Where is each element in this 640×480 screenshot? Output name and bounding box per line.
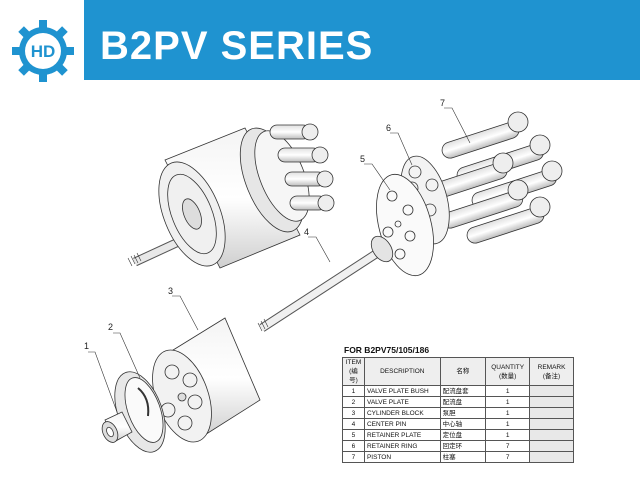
page-title: B2PV SERIES <box>100 24 374 68</box>
table-row: 4 CENTER PIN 中心轴 1 <box>342 418 574 430</box>
callout-2: 2 <box>108 322 113 332</box>
table-row: 1 VALVE PLATE BUSH 配流盘套 1 <box>342 385 574 397</box>
assembled-rotary-group <box>127 123 335 269</box>
callout-7: 7 <box>440 98 445 108</box>
hd-logo-icon: HD <box>12 20 74 82</box>
table-caption: FOR B2PV75/105/186 <box>344 345 430 355</box>
table-header-row: ITEM(编号) DESCRIPTION 名称 QUANTITY(数量) REM… <box>342 357 574 386</box>
table-row: 3 CYLINDER BLOCK 泵胆 1 <box>342 407 574 419</box>
header-quantity: QUANTITY(数量) <box>485 357 531 386</box>
part-4-center-pin <box>257 235 394 332</box>
header-remark: REMARK(备注) <box>529 357 574 386</box>
callout-6: 6 <box>386 123 391 133</box>
callout-3: 3 <box>168 286 173 296</box>
table-row: 2 VALVE PLATE 配流盘 1 <box>342 396 574 408</box>
table-row: 6 RETAINER RING 回定环 7 <box>342 440 574 452</box>
table-row: 7 PISTON 柱塞 7 <box>342 451 574 463</box>
part-7-pistons <box>431 111 563 244</box>
table-row: 5 RETAINER PLATE 定位盘 1 <box>342 429 574 441</box>
parts-table: ITEM(编号) DESCRIPTION 名称 QUANTITY(数量) REM… <box>342 357 574 463</box>
header-item: ITEM(编号) <box>342 357 365 386</box>
parts-table-panel: FOR B2PV75/105/186 ITEM(编号) DESCRIPTION … <box>342 345 574 463</box>
callout-4: 4 <box>304 227 309 237</box>
part-3-cylinder-block <box>152 317 261 443</box>
svg-text:HD: HD <box>31 42 56 61</box>
part-1-valve-plate-bush <box>101 411 133 443</box>
callout-5: 5 <box>360 154 365 164</box>
header-name-cn: 名称 <box>439 357 487 386</box>
header-blue-bar <box>84 0 640 80</box>
header-description: DESCRIPTION <box>363 357 441 386</box>
exploded-view-diagram: 1 2 3 4 5 6 7 <box>84 98 563 453</box>
leader-lines <box>88 107 471 413</box>
header-banner: HD B2PV SERIES <box>0 0 640 96</box>
callout-1: 1 <box>84 341 89 351</box>
